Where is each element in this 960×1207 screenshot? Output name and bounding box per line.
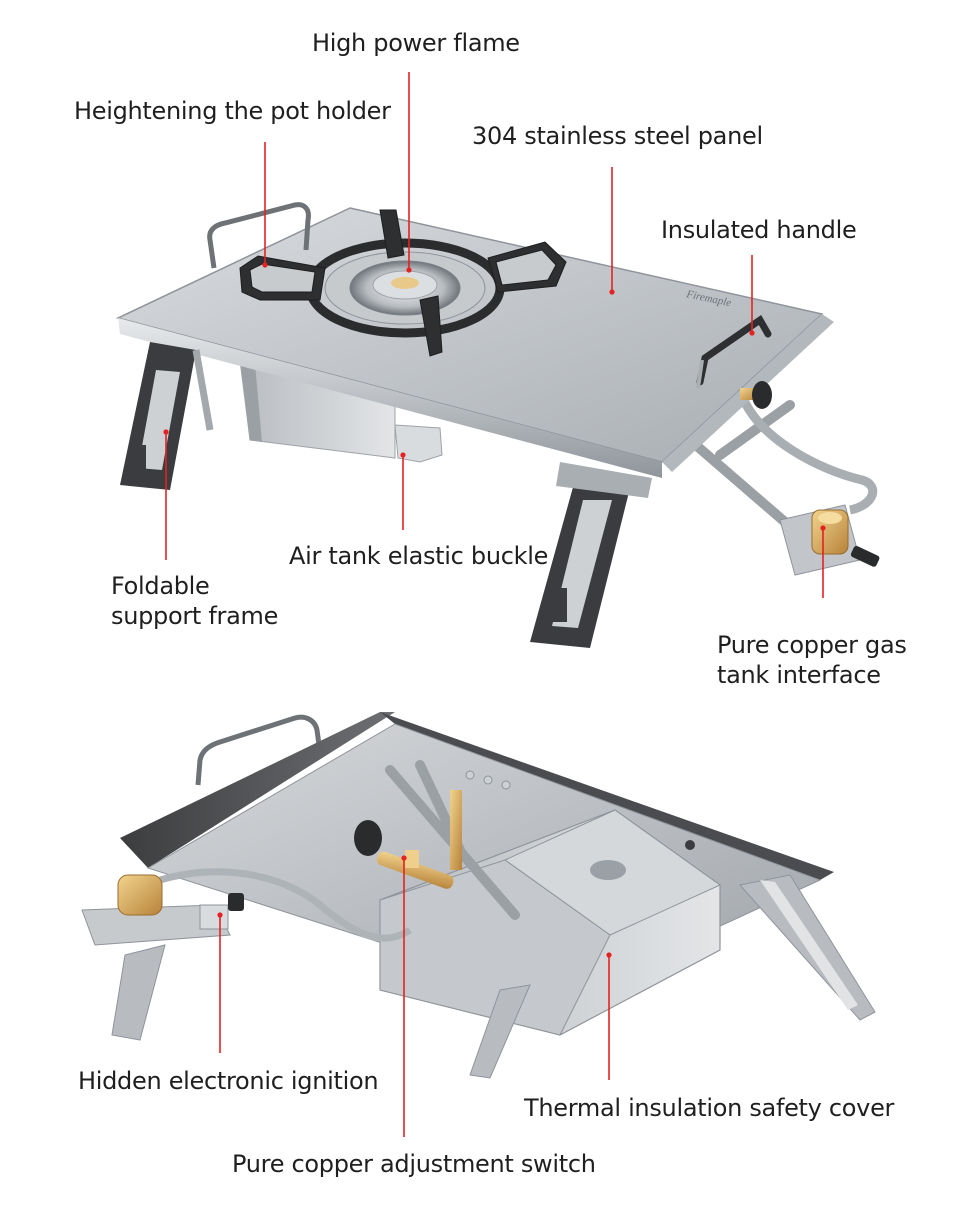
valve-knob <box>740 381 772 409</box>
gas-hose <box>737 394 878 515</box>
front-left-leg <box>120 342 214 490</box>
label-copper-gas-interface: Pure copper gas tank interface <box>717 630 907 690</box>
label-hidden-ignition: Hidden electronic ignition <box>78 1067 379 1095</box>
label-foldable-support-frame: Foldable support frame <box>111 571 278 631</box>
label-foldable-line2: support frame <box>111 602 279 630</box>
label-copper-tank-line2: tank interface <box>717 661 881 689</box>
hidden-ignition <box>81 874 244 946</box>
label-air-tank-buckle: Air tank elastic buckle <box>289 542 549 570</box>
bottom-legs <box>111 944 531 1079</box>
rear-right-leg <box>739 874 876 1021</box>
front-right-leg <box>530 462 652 648</box>
label-thermal-cover: Thermal insulation safety cover <box>524 1094 895 1122</box>
stove-top-view: Firemaple <box>115 202 880 648</box>
label-copper-adjustment-switch: Pure copper adjustment switch <box>232 1150 596 1178</box>
gas-hose-underside <box>159 868 412 942</box>
label-high-power-flame: High power flame <box>312 29 520 57</box>
panel-top-surface <box>120 712 395 868</box>
pot-supports <box>239 209 567 357</box>
leader-lines <box>163 72 826 1137</box>
air-tank-buckle <box>394 424 443 463</box>
wire-handle-left <box>207 202 311 269</box>
label-stainless-steel-panel: 304 stainless steel panel <box>472 122 763 150</box>
copper-gas-interface <box>779 504 880 576</box>
label-insulated-handle: Insulated handle <box>661 216 857 244</box>
stove-underside-view <box>81 712 876 1079</box>
label-copper-tank-line1: Pure copper gas <box>717 631 907 659</box>
label-heightening-pot-holder: Heightening the pot holder <box>74 97 391 125</box>
label-foldable-line1: Foldable <box>111 572 210 600</box>
wire-handle-underside <box>195 714 323 786</box>
copper-adjustment-switch <box>354 790 462 889</box>
